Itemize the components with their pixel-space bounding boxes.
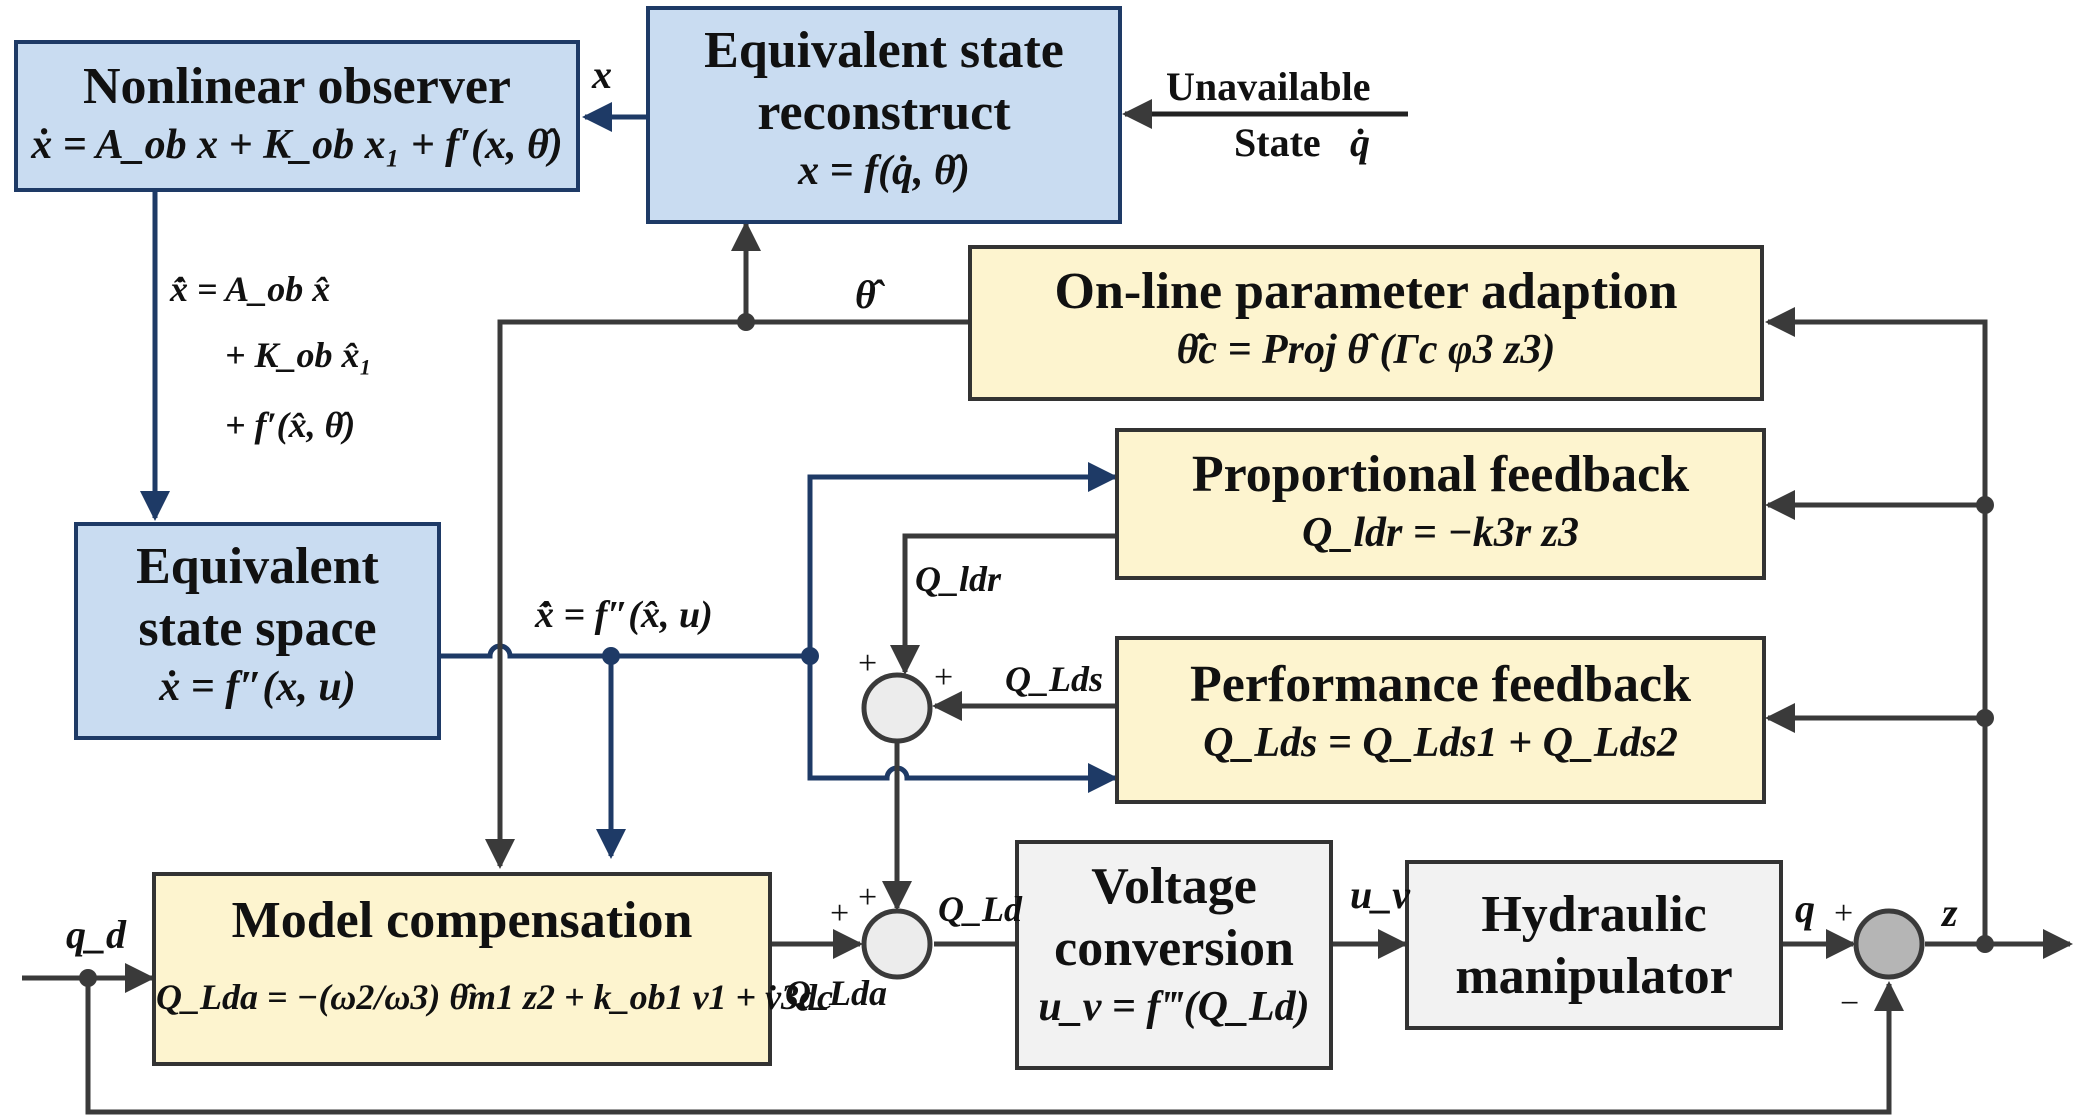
label-theta-hat: θ̂ [855,272,876,317]
block-title: Equivalent [136,538,379,595]
block-equation: θ̂̇c = Proj θ̂ (Γc φ3 z3) [1176,327,1556,373]
model-compensation-block: Model compensation Q_Lda = −(ω2/ω3) θ̂m1… [152,872,834,1066]
line-qd-feedback [85,978,1904,1115]
summing-junction-2 [861,908,933,980]
label-observer-output: + f′(x̂, θ̂) [225,405,356,445]
junction-dot [602,647,620,665]
label-q-d: q_d [66,912,126,957]
sum1-sign-left: + [858,645,878,682]
block-equation: Q_ldr = −k3r z3 [1302,510,1579,556]
block-equation: Q_Lda = −(ω2/ω3) θ̂m1 z2 + k_ob1 v1 + v̇… [156,977,834,1017]
label-unavailable: Unavailable [1166,64,1371,109]
line-statespace-out [441,643,810,659]
junction-dot [737,313,755,331]
sum2-sign-left: + [830,895,850,932]
block-title: Performance feedback [1189,656,1692,713]
summing-junction-1 [861,672,933,744]
block-equation: Q_Lds = Q_Lds1 + Q_Lds2 [1203,720,1678,766]
label-u-v: u_v [1350,872,1410,917]
voltage-conversion-block: Voltage conversion u_v = f‴(Q_Ld) [1015,840,1333,1070]
block-title: reconstruct [757,84,1011,141]
block-title: manipulator [1455,948,1733,1005]
block-title: conversion [1054,920,1294,977]
block-equation: ẋ = f″(x, u) [159,664,356,710]
proportional-feedback-block: Proportional feedback Q_ldr = −k3r z3 [1115,428,1766,580]
sum1-sign-top: + [934,659,954,696]
sum2-sign-top: + [858,879,878,916]
label-Q-ldr: Q_ldr [915,559,1002,599]
label-q-dot: q̇ [1350,120,1370,165]
block-equation: u_v = f‴(Q_Ld) [1038,984,1310,1030]
block-equation: ẋ = A_ob x + K_ob x₁ + f′(x, θ̂) [31,122,563,168]
line-z-feedback [1765,307,1988,944]
parameter-adaption-block: On-line parameter adaption θ̂̇c = Proj θ… [968,245,1764,401]
line-to-proportional [807,462,1118,656]
block-title: On-line parameter adaption [1054,263,1678,320]
sum3-sign-top: + [1834,895,1854,932]
junction-dot [1976,935,1994,953]
label-state: State [1234,120,1321,165]
block-title: Proportional feedback [1191,446,1690,503]
equivalent-state-space-block: Equivalent state space ẋ = f″(x, u) [74,522,441,740]
label-q: q [1795,886,1815,931]
performance-feedback-block: Performance feedback Q_Lds = Q_Lds1 + Q_… [1115,636,1766,804]
block-title: Nonlinear observer [83,58,511,115]
sum3-sign-bottom: − [1840,985,1860,1022]
junction-dot [79,969,97,987]
label-Q-Lds: Q_Lds [1005,659,1103,699]
label-x-out: x [592,52,612,97]
label-z: z [1942,890,1958,935]
nonlinear-observer-block: Nonlinear observer ẋ = A_ob x + K_ob x₁ … [14,40,580,192]
block-equation: x = f(q̇, θ̂) [798,148,970,194]
junction-dot [1976,496,1994,514]
junction-dot [1976,709,1994,727]
line-theta-bus [485,319,968,869]
line-qldr-down [890,533,1115,675]
block-title: Equivalent state [704,22,1064,79]
block-title: Voltage [1091,858,1257,915]
label-Q-Lda: Q_Lda [785,973,887,1013]
hydraulic-manipulator-block: Hydraulic manipulator [1405,860,1783,1030]
summing-junction-3 [1853,908,1925,980]
block-title: state space [138,600,377,657]
block-title: Hydraulic [1481,886,1707,943]
label-Q-Ld: Q_Ld [938,889,1022,929]
label-observer-output: + K_ob x̂₁ [225,335,373,375]
label-state-space-output: x̂̇ = f″(x̂, u) [535,594,713,636]
state-reconstruct-block: Equivalent state reconstruct x = f(q̇, θ… [646,6,1122,224]
junction-dot [801,647,819,665]
label-observer-output: x̂̇ = A_ob x̂ [170,269,331,309]
block-title: Model compensation [231,892,693,949]
